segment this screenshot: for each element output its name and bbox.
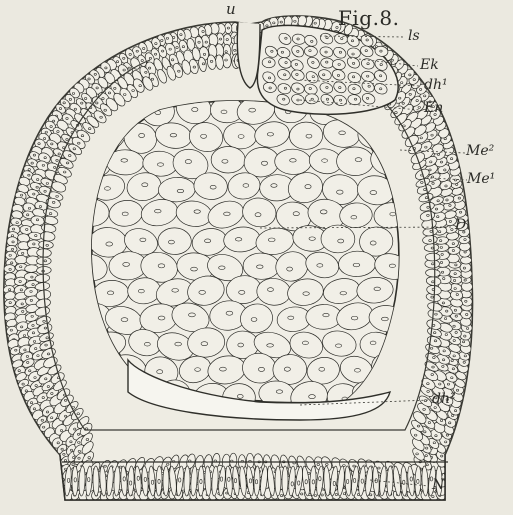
cell xyxy=(425,253,440,261)
label-ls: ls xyxy=(408,29,420,43)
label-en: En xyxy=(424,101,443,115)
cell xyxy=(25,265,39,273)
cell xyxy=(321,225,355,253)
label-me2: Me² xyxy=(466,144,494,158)
cell xyxy=(93,466,99,496)
cell xyxy=(211,146,245,173)
label-me1: Me¹ xyxy=(467,172,495,186)
cell xyxy=(275,466,281,496)
label-opening: u xyxy=(226,2,236,17)
label-n: N xyxy=(432,478,444,492)
label-d: D xyxy=(455,218,466,232)
cell xyxy=(415,466,422,496)
label-dh1: dh¹ xyxy=(424,78,448,92)
cell xyxy=(15,255,27,264)
cell xyxy=(184,466,191,496)
cell xyxy=(460,257,471,265)
figure-title: Fig.8. xyxy=(338,6,400,30)
cell xyxy=(163,466,169,496)
cell xyxy=(282,466,288,496)
cell xyxy=(37,249,52,258)
cell xyxy=(387,466,394,496)
cell xyxy=(72,466,78,496)
label-ek: Ek xyxy=(420,58,439,72)
cell xyxy=(336,147,373,176)
cell xyxy=(156,466,163,496)
cell xyxy=(254,466,261,496)
cell xyxy=(198,466,204,496)
label-dh2: dh² xyxy=(432,392,456,406)
cell xyxy=(305,94,318,104)
